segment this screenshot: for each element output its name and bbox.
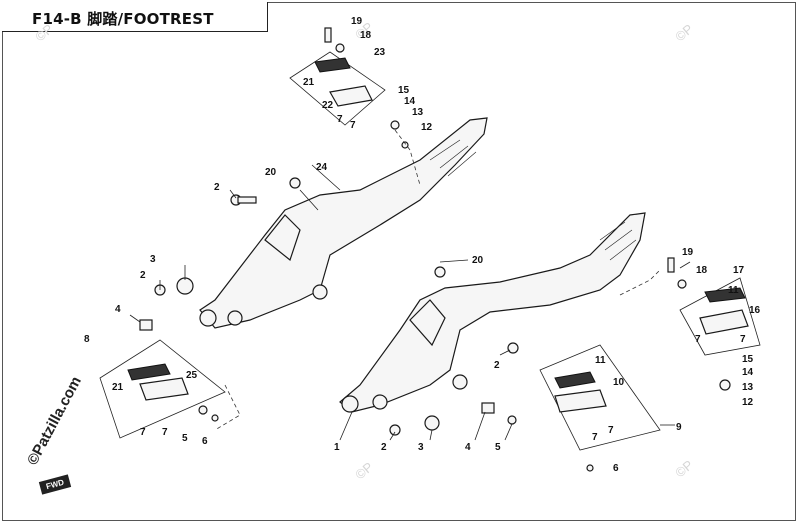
callout-7c: 7 (140, 427, 146, 438)
callout-7e: 7 (592, 432, 598, 443)
callout-12a: 12 (421, 122, 433, 133)
callout-13b: 13 (742, 382, 754, 393)
callout-18a: 18 (360, 30, 372, 41)
callout-23: 23 (374, 47, 386, 58)
callout-20b: 20 (472, 255, 484, 266)
callout-21b: 21 (112, 382, 124, 393)
callout-6a: 6 (202, 436, 208, 447)
svg-text:©P: ©P (672, 457, 696, 480)
callout-2a: 2 (214, 182, 220, 193)
callout-11b: 11 (728, 285, 739, 296)
callout-18b: 18 (696, 265, 708, 276)
callout-4b: 4 (465, 442, 471, 453)
callout-15a: 15 (398, 85, 410, 96)
callout-4a: 4 (115, 304, 121, 315)
callout-22: 22 (322, 100, 334, 111)
callout-7a: 7 (337, 114, 343, 125)
right-peg-box (539, 344, 661, 451)
hardware-parts (139, 27, 731, 472)
callout-3a: 3 (150, 254, 156, 265)
callout-7f: 7 (608, 425, 614, 436)
svg-text:©P: ©P (352, 459, 376, 482)
callout-7h: 7 (740, 334, 746, 345)
left-footrest-bracket (199, 117, 488, 329)
callout-19b: 19 (682, 247, 694, 258)
callout-16: 16 (749, 305, 761, 316)
callout-24: 24 (316, 162, 328, 173)
callout-13a: 13 (412, 107, 424, 118)
diagram-title: F14-B 脚踏/FOOTREST (32, 10, 214, 28)
callout-2b: 2 (140, 270, 146, 281)
callout-6b: 6 (613, 463, 619, 474)
callout-11a: 11 (595, 355, 606, 366)
callout-7b: 7 (350, 120, 356, 131)
callout-14b: 14 (742, 367, 754, 378)
svg-text:©P: ©P (32, 21, 56, 44)
callout-20a: 20 (265, 167, 277, 178)
callout-15b: 15 (742, 354, 754, 365)
callout-8: 8 (84, 334, 90, 345)
callout-2c: 2 (494, 360, 500, 371)
title-box: F14-B 脚踏/FOOTREST (2, 2, 268, 32)
callout-5b: 5 (495, 442, 501, 453)
callout-2d: 2 (381, 442, 387, 453)
svg-text:©P: ©P (672, 21, 696, 44)
right-footrest-bracket (339, 212, 646, 413)
callout-19a: 19 (351, 16, 363, 27)
foot-pegs (127, 57, 749, 413)
callout-numbers: 19 18 23 21 22 7 7 15 14 13 12 20 24 2 3… (84, 16, 761, 474)
left-peg-box (99, 339, 226, 439)
callout-9: 9 (676, 422, 682, 433)
callout-7d: 7 (162, 427, 168, 438)
callout-10: 10 (613, 377, 625, 388)
callout-7g: 7 (695, 334, 701, 345)
callout-1: 1 (334, 442, 340, 453)
callout-12b: 12 (742, 397, 754, 408)
upper-peg-box (289, 51, 386, 126)
callout-21a: 21 (303, 77, 315, 88)
callout-3b: 3 (418, 442, 424, 453)
callout-14a: 14 (404, 96, 416, 107)
callout-5a: 5 (182, 433, 188, 444)
callout-25: 25 (186, 370, 198, 381)
leader-lines (129, 129, 691, 441)
callout-17: 17 (733, 265, 745, 276)
far-right-peg-box (679, 277, 761, 356)
